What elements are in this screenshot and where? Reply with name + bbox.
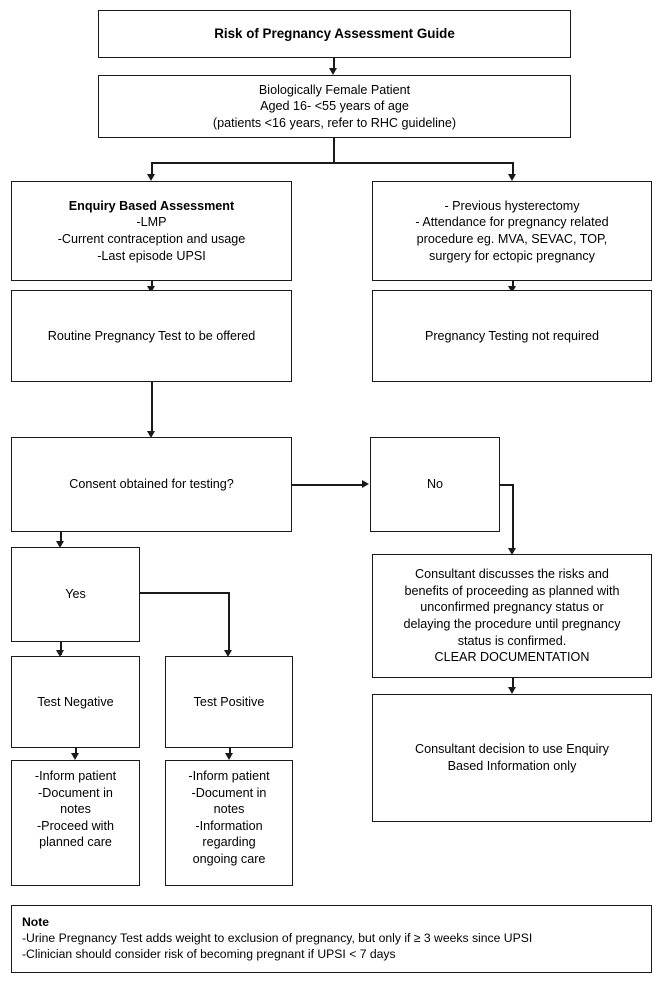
arrowhead-enquiry-to-routine-test (147, 286, 155, 293)
connector-routine-test-to-consent (151, 382, 153, 434)
arrowhead-title-to-patient (329, 68, 337, 75)
node-no-testing-required: Pregnancy Testing not required (372, 290, 652, 382)
node-enquiry-heading: Enquiry Based Assessment (68, 198, 235, 213)
node-routine-pregnancy-test-text: Routine Pregnancy Test to be offered (47, 328, 256, 343)
arrowhead-discussion-to-decision (508, 687, 516, 694)
connector-patient-to-enquiry (151, 162, 153, 176)
connector-yes-to-test-negative (60, 642, 62, 655)
node-pregnancy-exclusion-criteria-text: - Previous hysterectomy - Attendance for… (415, 198, 609, 263)
arrowhead-patient-to-exclusion (508, 174, 516, 181)
node-negative-actions: -Inform patient -Document in notes -Proc… (11, 760, 140, 886)
arrowhead-routine-test-to-consent (147, 431, 155, 438)
note-line-2: -Clinician should consider risk of becom… (22, 947, 396, 962)
connector-consent-to-yes (60, 532, 62, 545)
note-heading: Note (22, 915, 50, 929)
connector-test-positive-to-actions (229, 748, 231, 757)
arrowhead-yes-to-test-positive (224, 650, 232, 657)
node-pregnancy-exclusion-criteria: - Previous hysterectomy - Attendance for… (372, 181, 652, 281)
node-consent-question-text: Consent obtained for testing? (69, 477, 234, 492)
node-yes-text: Yes (65, 587, 86, 602)
node-positive-actions-text: -Inform patient -Document in notes -Info… (188, 769, 270, 867)
connector-patient-split-bar (151, 162, 513, 164)
node-title: Risk of Pregnancy Assessment Guide (98, 10, 571, 58)
node-routine-pregnancy-test: Routine Pregnancy Test to be offered (11, 290, 292, 382)
connector-patient-to-exclusion (512, 162, 514, 176)
node-consultant-discussion: Consultant discusses the risks and benef… (372, 554, 652, 678)
connector-enquiry-to-routine-test (151, 281, 153, 289)
connector-discussion-to-decision (512, 678, 514, 689)
note-line-1: -Urine Pregnancy Test adds weight to exc… (22, 931, 533, 946)
node-enquiry-body: -LMP -Current contraception and usage -L… (57, 215, 246, 263)
node-negative-actions-text: -Inform patient -Document in notes -Proc… (34, 769, 117, 850)
node-no-text: No (426, 477, 444, 492)
connector-yes-elbow-horizontal (140, 592, 229, 594)
connector-consent-to-no (292, 484, 362, 486)
connector-title-to-patient (333, 58, 335, 69)
node-yes: Yes (11, 547, 140, 642)
node-test-negative-text: Test Negative (37, 694, 114, 709)
node-test-positive: Test Positive (165, 656, 293, 748)
connector-no-elbow-horizontal (500, 484, 513, 486)
arrowhead-consent-to-yes (56, 541, 64, 548)
connector-patient-stem (333, 138, 335, 163)
connector-no-elbow-vertical (512, 484, 514, 552)
arrowhead-no-to-consultant (508, 548, 516, 555)
node-test-positive-text: Test Positive (193, 694, 265, 709)
arrowhead-test-negative-to-actions (71, 753, 79, 760)
node-no-testing-required-text: Pregnancy Testing not required (424, 328, 600, 343)
node-consultant-decision: Consultant decision to use Enquiry Based… (372, 694, 652, 822)
node-patient-criteria-text: Biologically Female Patient Aged 16- <55… (212, 82, 457, 130)
node-test-negative: Test Negative (11, 656, 140, 748)
node-enquiry-based-assessment: Enquiry Based Assessment -LMP -Current c… (11, 181, 292, 281)
connector-exclusion-to-no-testing (512, 281, 514, 289)
note-box: Note -Urine Pregnancy Test adds weight t… (11, 905, 652, 973)
node-consent-question: Consent obtained for testing? (11, 437, 292, 532)
node-consultant-discussion-text: Consultant discusses the risks and benef… (403, 567, 621, 665)
connector-test-negative-to-actions (75, 748, 77, 757)
arrowhead-patient-to-enquiry (147, 174, 155, 181)
connector-yes-elbow-vertical (228, 592, 230, 652)
node-patient-criteria: Biologically Female Patient Aged 16- <55… (98, 75, 571, 138)
arrowhead-yes-to-test-negative (56, 650, 64, 657)
node-no: No (370, 437, 500, 532)
arrowhead-test-positive-to-actions (225, 753, 233, 760)
node-title-text: Risk of Pregnancy Assessment Guide (214, 26, 455, 42)
arrowhead-consent-to-no (362, 480, 369, 488)
node-consultant-decision-text: Consultant decision to use Enquiry Based… (415, 742, 609, 773)
arrowhead-exclusion-to-no-testing (508, 286, 516, 293)
node-positive-actions: -Inform patient -Document in notes -Info… (165, 760, 293, 886)
